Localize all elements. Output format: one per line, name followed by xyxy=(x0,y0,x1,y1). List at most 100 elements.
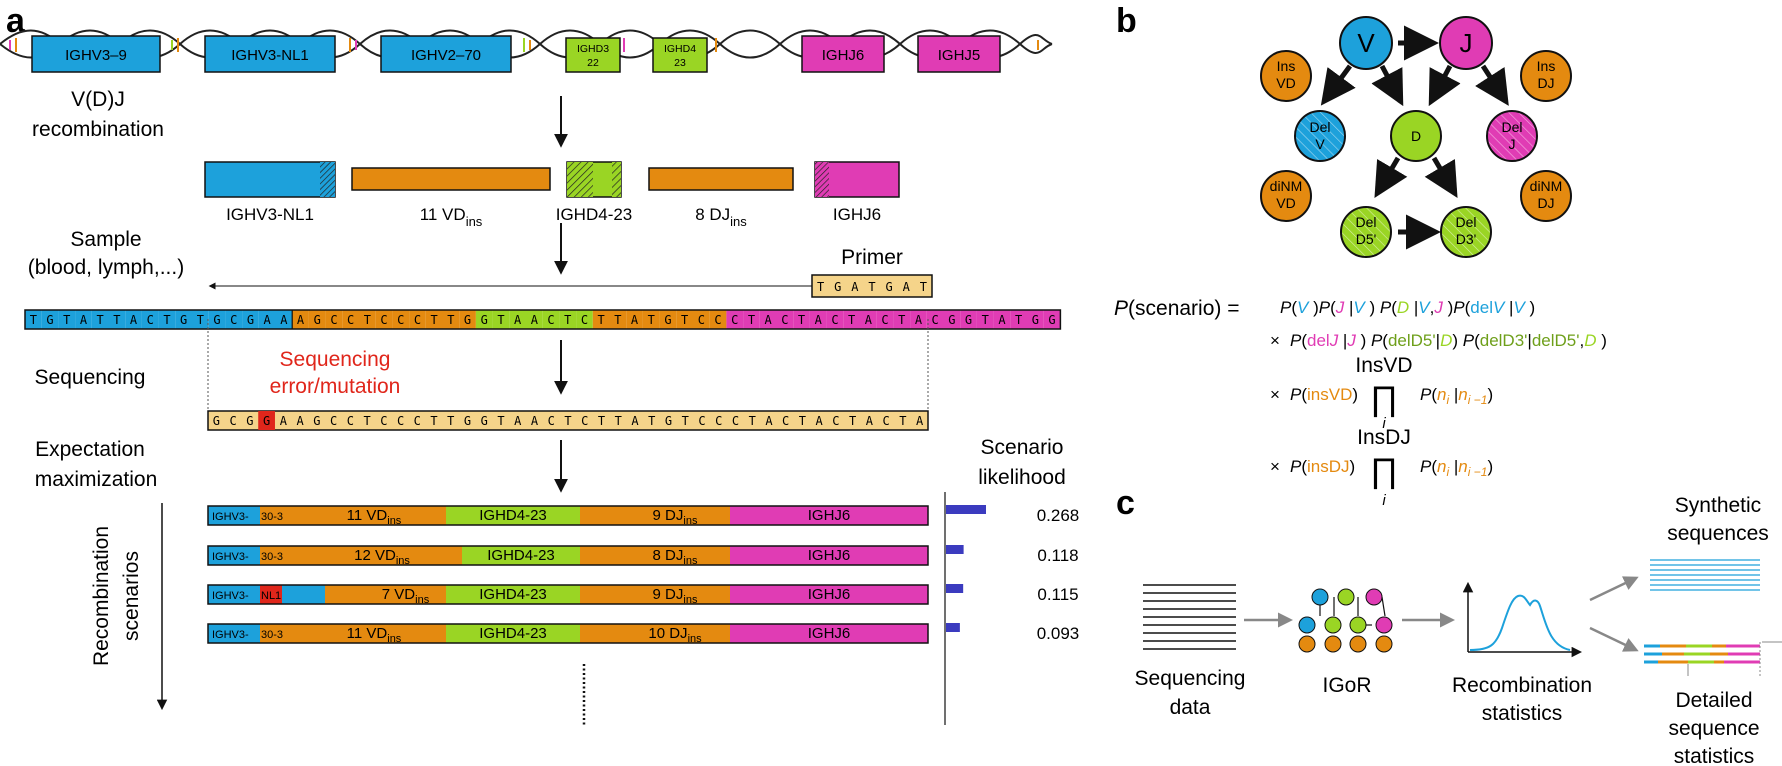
scenario-v-label: IGHV3- xyxy=(212,629,249,641)
svg-text:IGHV3–9: IGHV3–9 xyxy=(65,47,127,64)
recomb-stats-label-1: Recombination xyxy=(1452,674,1592,697)
nucleotide: G xyxy=(1048,313,1055,327)
nucleotide: C xyxy=(547,313,554,327)
scenario-v-allele: 30-3 xyxy=(261,551,283,563)
scenario-d-label: IGHD4-23 xyxy=(479,625,547,642)
scenario-dj-label: 10 DJins xyxy=(648,625,702,645)
scenario-j-label: IGHJ6 xyxy=(808,625,851,642)
likelihood-bar xyxy=(946,584,964,593)
scenario-vd-label: 11 VDins xyxy=(347,507,402,527)
node-v: V xyxy=(1339,16,1393,70)
read-nucleotide: G xyxy=(263,414,270,428)
svg-text:scenarios: scenarios xyxy=(120,551,143,641)
read-nucleotide: T xyxy=(615,414,622,428)
nucleotide: A xyxy=(130,313,138,327)
detailed-label-3: statistics xyxy=(1674,745,1755,766)
read-nucleotide: G xyxy=(246,414,253,428)
svg-text:Del: Del xyxy=(1309,119,1330,135)
svg-text:P(ni |ni −1): P(ni |ni −1) xyxy=(1420,457,1493,479)
nucleotide: G xyxy=(464,313,471,327)
node-del-d5: Del D5' xyxy=(1340,206,1392,258)
primer-label: Primer xyxy=(841,246,903,269)
segment-d: IGHD4-23 xyxy=(556,161,632,224)
svg-text:×: × xyxy=(1270,385,1280,404)
nucleotide: T xyxy=(681,313,688,327)
svg-text:IGHV3-NL1: IGHV3-NL1 xyxy=(231,47,309,64)
nucleotide: C xyxy=(330,313,337,327)
synthetic-label-1: Synthetic xyxy=(1675,494,1761,517)
svg-text:VD: VD xyxy=(1276,195,1295,211)
nucleotide: C xyxy=(397,313,404,327)
nucleotide: C xyxy=(230,313,237,327)
nucleotide: T xyxy=(197,313,204,327)
scenario-j-label: IGHJ6 xyxy=(808,586,851,603)
read-nucleotide: C xyxy=(782,414,789,428)
nucleotide: C xyxy=(380,313,387,327)
nucleotide: C xyxy=(347,313,354,327)
node-del-v: Del V xyxy=(1294,110,1346,162)
read-nucleotide: C xyxy=(883,414,890,428)
gene-ighd3-22: IGHD3 22 xyxy=(565,37,621,73)
nucleotide: T xyxy=(447,313,454,327)
node-del-d3: Del D3' xyxy=(1440,206,1492,258)
svg-text:Del: Del xyxy=(1455,214,1476,230)
recombination-stats-plot xyxy=(1462,581,1583,658)
read-nucleotide: C xyxy=(330,414,337,428)
read-nucleotide: G xyxy=(464,414,471,428)
read-nucleotide: T xyxy=(598,414,605,428)
svg-text:J: J xyxy=(1460,28,1473,58)
svg-text:∏: ∏ xyxy=(1370,452,1398,490)
nucleotide: T xyxy=(648,313,655,327)
nucleotide: A xyxy=(998,313,1006,327)
svg-text:diNM: diNM xyxy=(1530,178,1563,194)
read-nucleotide: C xyxy=(347,414,354,428)
nucleotide: T xyxy=(748,313,755,327)
read-nucleotide: T xyxy=(682,414,689,428)
svg-text:IGHJ6: IGHJ6 xyxy=(822,47,865,64)
arrow-to-synthetic xyxy=(1589,576,1639,602)
read-nucleotide: G xyxy=(481,414,488,428)
scenario-d-label: IGHD4-23 xyxy=(479,586,547,603)
primer-nucleotide: A xyxy=(851,280,859,294)
nucleotide: G xyxy=(180,313,187,327)
read-nucleotide: A xyxy=(816,414,824,428)
read-nucleotide: C xyxy=(732,414,739,428)
scenario-vd-label: 11 VDins xyxy=(347,625,402,645)
read-nucleotide: C xyxy=(397,414,404,428)
read-nucleotide: C xyxy=(832,414,839,428)
detailed-label-1: Detailed xyxy=(1675,689,1752,712)
nucleotide: T xyxy=(1015,313,1022,327)
nucleotide: C xyxy=(932,313,939,327)
node-del-j: Del J xyxy=(1486,110,1538,162)
sequencing-data-icon xyxy=(1143,584,1236,650)
nucleotide: A xyxy=(915,313,923,327)
detailed-stats-icon xyxy=(1644,641,1782,676)
nucleotide: T xyxy=(564,313,571,327)
em-label-2: maximization xyxy=(35,468,158,491)
svg-text:11 VDins: 11 VDins xyxy=(420,205,483,229)
svg-text:IGHD4: IGHD4 xyxy=(664,43,696,55)
segment-vd-insertion: 11 VDins xyxy=(351,167,551,229)
primer-nucleotide: G xyxy=(886,280,893,294)
read-nucleotide: T xyxy=(849,414,856,428)
svg-text:IGHJ6: IGHJ6 xyxy=(833,205,881,224)
svg-text:22: 22 xyxy=(587,57,599,69)
gene-ighd4-23: IGHD4 23 xyxy=(652,37,708,73)
read-nucleotide: T xyxy=(648,414,655,428)
read-nucleotide: C xyxy=(414,414,421,428)
panel-label-c: c xyxy=(1116,484,1135,522)
read-nucleotide: G xyxy=(313,414,320,428)
likelihood-bar xyxy=(946,623,960,632)
nucleotide: C xyxy=(714,313,721,327)
nucleotide: G xyxy=(481,313,488,327)
svg-text:P(scenario) =: P(scenario) = xyxy=(1114,297,1239,320)
nucleotide: G xyxy=(314,313,321,327)
svg-text:InsVD: InsVD xyxy=(1355,354,1412,377)
svg-text:P(delJ |J ) P(delD5'|D) P(delD: P(delJ |J ) P(delD5'|D) P(delD3'|delD5',… xyxy=(1290,331,1607,350)
likelihood-bar xyxy=(946,505,986,514)
nucleotide: T xyxy=(113,313,120,327)
